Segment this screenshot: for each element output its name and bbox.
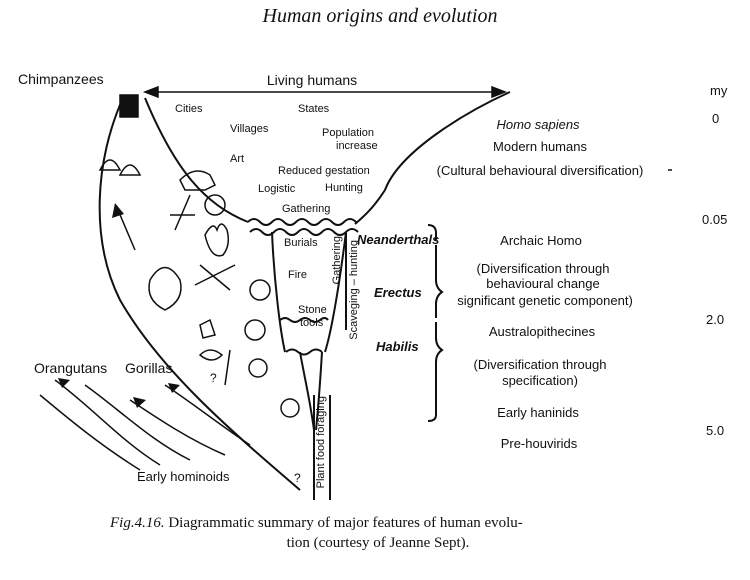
hut-icon-1 — [98, 159, 142, 176]
time-2-0: 2.0 — [706, 312, 725, 327]
stone-tools-wave — [279, 317, 329, 323]
page-header-title: Human origins and evolution — [262, 5, 498, 27]
label-pre-houvirids: Pre-houvirids — [500, 436, 578, 451]
label-div-behav-2: behavioural change — [486, 276, 600, 291]
label-scaveging-hunting: Scaveging – hunting — [348, 240, 360, 340]
stone-icon — [199, 318, 216, 339]
habilis-wave — [285, 348, 323, 356]
lineage-arrow-3 — [84, 384, 191, 461]
label-living-humans: Living humans — [266, 72, 358, 88]
label-gathering: Gathering — [282, 203, 331, 215]
narrow-stem — [299, 351, 323, 431]
label-population: Population — [322, 127, 374, 139]
label-tools: tools — [300, 317, 324, 329]
label-div-spec-2: specification) — [502, 373, 578, 388]
label-art: Art — [230, 153, 245, 165]
time-5-0: 5.0 — [706, 423, 725, 438]
label-villages: Villages — [230, 123, 269, 135]
lineage-arrow-head-5 — [168, 383, 180, 393]
skull-icon-5 — [280, 398, 300, 418]
bone-icon — [224, 349, 231, 386]
label-gathering-vertical: Gathering — [331, 236, 343, 285]
arrow-left-head — [142, 85, 159, 99]
lineage-arrow-1 — [39, 394, 141, 471]
question-mark-2: ? — [294, 471, 301, 485]
fire-icon — [194, 223, 236, 291]
label-chimpanzees: Chimpanzees — [18, 71, 104, 87]
figure-caption-line2: tion (courtesy of Jeanne Sept). — [286, 535, 470, 551]
skull-icon-2 — [249, 279, 271, 301]
animal-icon — [179, 170, 217, 191]
label-cultural-diversification: (Cultural behavioural diversification) — [436, 163, 644, 178]
skull-icon-1 — [204, 194, 226, 216]
label-habilis: Habilis — [376, 339, 419, 354]
artefact-sketches — [98, 94, 300, 418]
lineage-arrow-2 — [54, 379, 161, 466]
skull-icon-3 — [244, 319, 266, 341]
figure-caption-line1: Fig.4.16. Diagrammatic summary of major … — [110, 516, 523, 531]
lineage-arrow-5 — [164, 384, 251, 446]
label-australopithecines: Australopithecines — [488, 324, 596, 339]
label-stone: Stone — [298, 304, 327, 316]
label-fire: Fire — [288, 269, 307, 281]
arrow-right-head — [491, 85, 508, 99]
label-div-behav-3: significant genetic component) — [457, 293, 633, 308]
label-early-hominoids: Early hominoids — [137, 469, 230, 484]
right-funnel-curve — [354, 91, 511, 225]
spear-icon — [170, 194, 195, 231]
label-early-haninids: Early haninids — [497, 405, 579, 420]
figure-caption-text1: Diagrammatic summary of major features o… — [168, 515, 523, 531]
label-cities: Cities — [175, 103, 203, 115]
funnel-stem-left — [271, 231, 286, 353]
label-gorillas: Gorillas — [125, 360, 173, 376]
wavy-band-bottom — [249, 228, 359, 236]
time-0-05: 0.05 — [702, 212, 728, 227]
brace-erectus — [435, 245, 444, 318]
lineage-arrow-head-2 — [58, 378, 70, 388]
label-hunting: Hunting — [325, 182, 363, 194]
label-erectus: Erectus — [374, 285, 422, 300]
label-homo-sapiens: Homo sapiens — [496, 117, 580, 132]
axis-unit-my: my — [710, 83, 728, 98]
label-div-behav-1: (Diversification through — [476, 261, 610, 276]
figure-number: Fig.4.16. — [110, 515, 165, 531]
label-reduced-gestation: Reduced gestation — [278, 165, 370, 177]
label-modern-humans: Modern humans — [493, 139, 587, 154]
label-orangutans: Orangutans — [34, 360, 108, 376]
lineage-arrow-head-4 — [133, 397, 146, 408]
label-div-spec-1: (Diversification through — [473, 357, 607, 372]
skull-icon-4 — [248, 358, 268, 378]
monolith-icon — [119, 94, 139, 118]
label-logistic: Logistic — [258, 183, 296, 195]
label-burials: Burials — [284, 237, 318, 249]
label-neanderthals: Neanderthals — [357, 232, 440, 247]
upward-arrow — [117, 209, 136, 251]
time-0: 0 — [712, 111, 720, 126]
question-mark-1: ? — [210, 371, 217, 385]
label-archaic-homo: Archaic Homo — [500, 233, 582, 248]
label-plant-food-foraging: Plant food foraging — [315, 396, 327, 489]
upward-arrow-head — [112, 203, 124, 218]
turtle-icon — [198, 349, 224, 361]
lineage-arrow-4 — [129, 399, 226, 456]
label-states: States — [298, 103, 330, 115]
wavy-band-top — [247, 218, 357, 226]
brace-habilis — [427, 322, 444, 422]
brace-neanderthals — [427, 224, 437, 240]
label-increase: increase — [336, 140, 378, 152]
plant-food-column — [313, 395, 331, 500]
handaxe-icon — [148, 266, 182, 311]
inner-upper-curve — [144, 97, 249, 223]
funnel-stem-right — [324, 231, 347, 353]
